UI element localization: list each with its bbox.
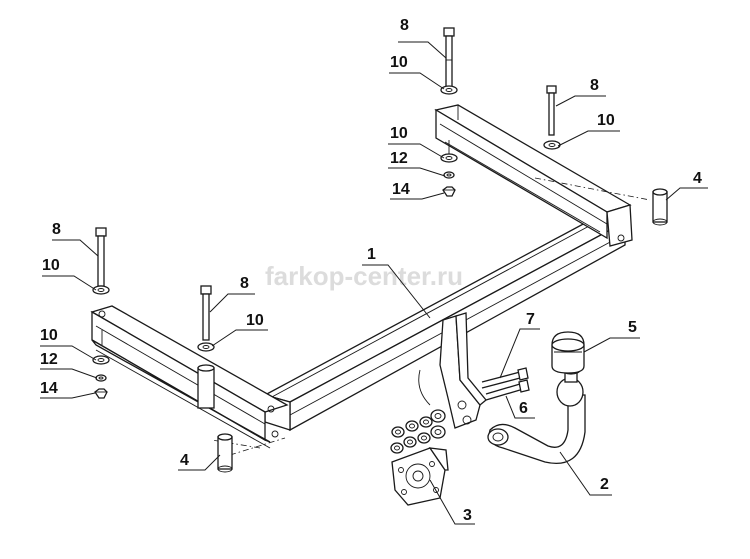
callout-8-left-outer: 8	[52, 221, 61, 238]
hitch-nuts-washers	[390, 409, 446, 454]
callout-8-top-center: 8	[400, 17, 409, 34]
callout-10-right-lower: 10	[390, 125, 408, 142]
callout-7: 7	[526, 311, 535, 328]
watermark-text: farkop-center.ru	[265, 261, 463, 291]
bolt-top-right	[546, 85, 557, 136]
tow-ball-neck	[487, 365, 586, 464]
washer-left-lower	[92, 355, 110, 365]
callout-12-right: 12	[390, 150, 408, 167]
callout-10-left-inner: 10	[246, 312, 264, 329]
callout-10-top-center: 10	[390, 54, 408, 71]
callout-10-top-right: 10	[597, 112, 615, 129]
right-side-bracket	[434, 104, 633, 247]
callout-2: 2	[600, 476, 609, 493]
nut-left	[94, 388, 108, 399]
callout-1-main-beam: 1	[367, 246, 376, 263]
callout-14-right: 14	[392, 181, 410, 198]
washer-right-lower	[440, 140, 458, 163]
callout-14-left: 14	[40, 380, 58, 397]
washer-left-outer	[92, 285, 110, 295]
callout-10-left-lower: 10	[40, 327, 58, 344]
callout-8-left-inner: 8	[240, 275, 249, 292]
callout-4-left: 4	[180, 452, 189, 469]
washer-top-right	[543, 140, 561, 150]
spacer-tube-right	[652, 188, 668, 226]
washer-top-center	[440, 85, 458, 95]
spacer-tube-left	[217, 433, 233, 473]
spring-washer-right	[443, 171, 455, 179]
hitch-mount-plates	[418, 312, 487, 429]
bolt-hitch-upper	[481, 367, 529, 389]
washer-left-inner	[197, 342, 215, 352]
callout-5: 5	[628, 319, 637, 336]
spring-washer-left	[95, 374, 107, 382]
axis-line-right	[534, 177, 651, 201]
callout-10-left-outer: 10	[42, 257, 60, 274]
ball-cover-cap	[551, 331, 585, 374]
nut-right	[442, 186, 456, 197]
callout-6: 6	[519, 400, 528, 417]
axis-line-left	[229, 437, 286, 456]
callout-8-top-right: 8	[590, 77, 599, 94]
callout-12-left: 12	[40, 351, 58, 368]
bolt-left-inner	[200, 285, 212, 341]
callout-3: 3	[463, 507, 472, 524]
callout-4-right: 4	[693, 170, 702, 187]
bolt-left-outer	[95, 227, 107, 287]
left-side-bracket	[90, 305, 289, 449]
leader-lines	[40, 41, 708, 525]
bolt-hitch-lower	[485, 379, 530, 401]
